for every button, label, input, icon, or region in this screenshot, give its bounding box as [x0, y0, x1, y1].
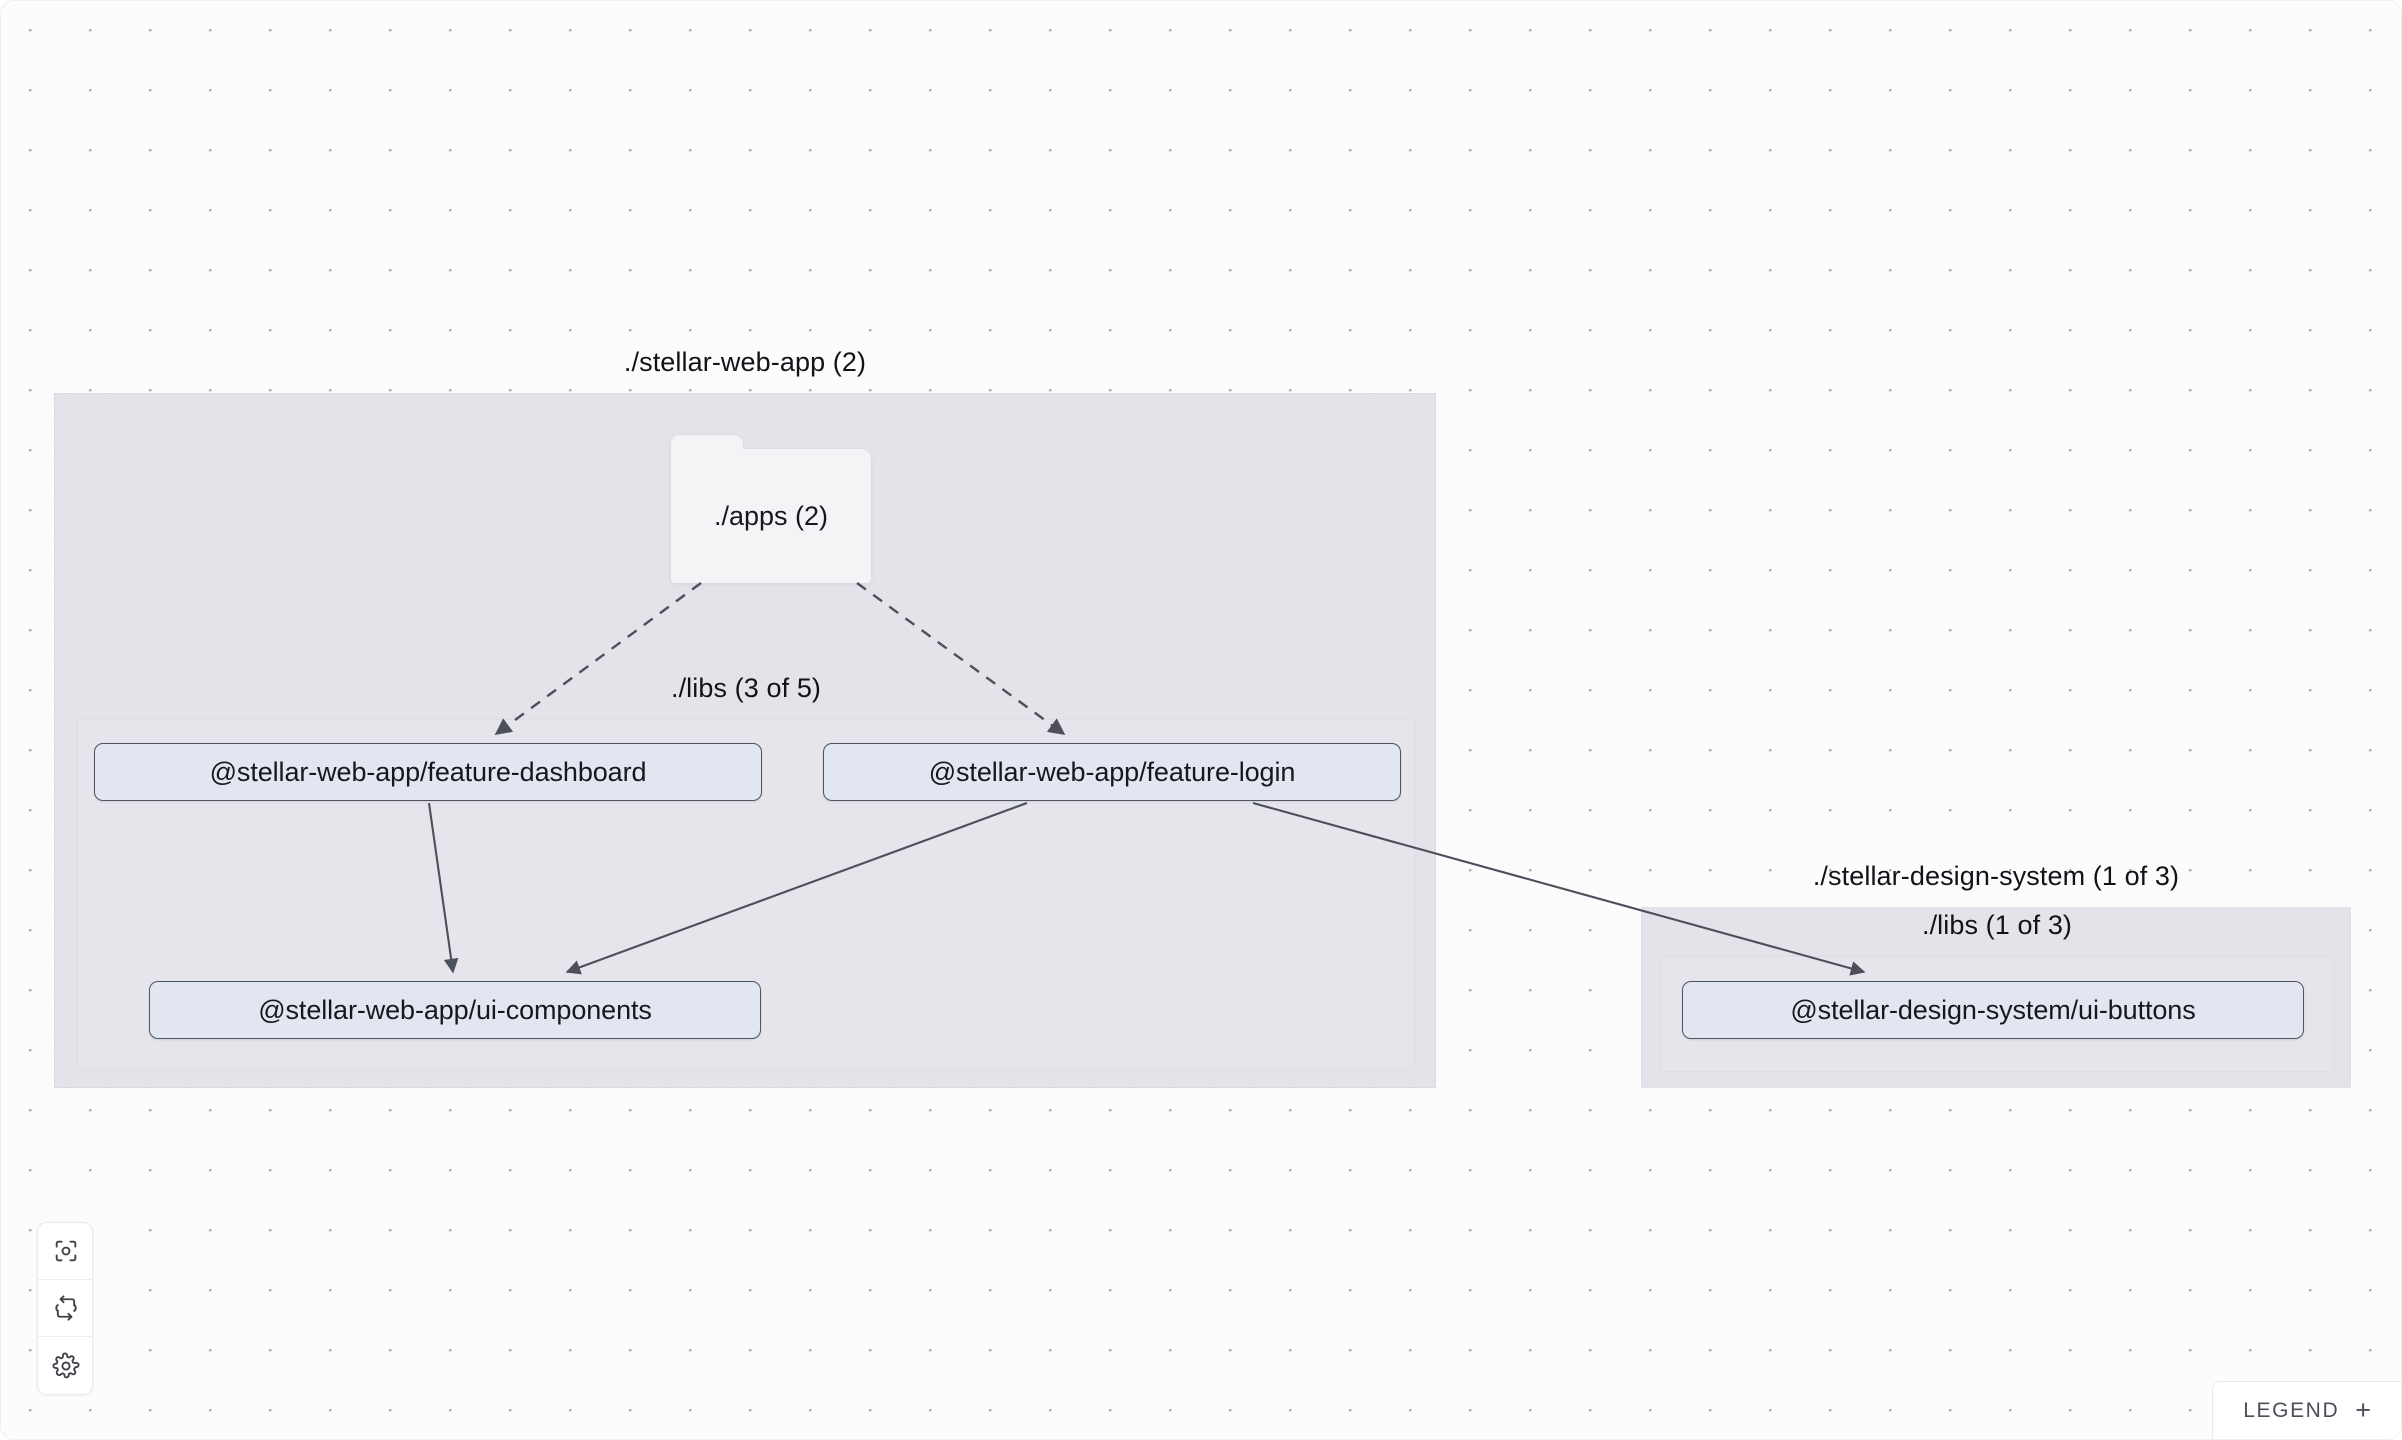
settings-button[interactable]	[38, 1337, 92, 1394]
folder-body-shape: ./apps (2)	[671, 449, 871, 583]
group-stellar-web-app-label: ./stellar-web-app (2)	[623, 347, 867, 377]
node-feature-dashboard-label: @stellar-web-app/feature-dashboard	[209, 756, 647, 787]
node-feature-dashboard[interactable]: @stellar-web-app/feature-dashboard	[94, 743, 762, 801]
refresh-graph-button[interactable]	[38, 1280, 92, 1337]
node-ui-buttons[interactable]: @stellar-design-system/ui-buttons	[1682, 981, 2304, 1039]
group-stellar-web-app-libs-label: ./libs (3 of 5)	[670, 673, 822, 703]
focus-graph-button[interactable]	[38, 1223, 92, 1280]
gear-icon	[52, 1351, 80, 1380]
node-ui-components-label: @stellar-web-app/ui-components	[258, 994, 652, 1025]
legend-expand-icon: +	[2355, 1395, 2371, 1425]
node-feature-login[interactable]: @stellar-web-app/feature-login	[823, 743, 1401, 801]
node-ui-buttons-label: @stellar-design-system/ui-buttons	[1790, 994, 2196, 1025]
folder-node-apps-label: ./apps (2)	[713, 500, 829, 531]
focus-target-icon	[52, 1237, 80, 1265]
node-feature-login-label: @stellar-web-app/feature-login	[928, 756, 1296, 787]
legend-toggle[interactable]: LEGEND +	[2212, 1381, 2401, 1439]
legend-label: LEGEND	[2243, 1398, 2340, 1422]
node-ui-components[interactable]: @stellar-web-app/ui-components	[149, 981, 761, 1039]
refresh-icon	[52, 1294, 80, 1322]
folder-node-apps[interactable]: ./apps (2)	[671, 435, 871, 583]
group-stellar-design-system-label: ./stellar-design-system (1 of 3)	[1812, 861, 2180, 891]
canvas-toolbar[interactable]	[37, 1222, 93, 1395]
group-stellar-design-system-libs-label: ./libs (1 of 3)	[1921, 910, 2073, 940]
